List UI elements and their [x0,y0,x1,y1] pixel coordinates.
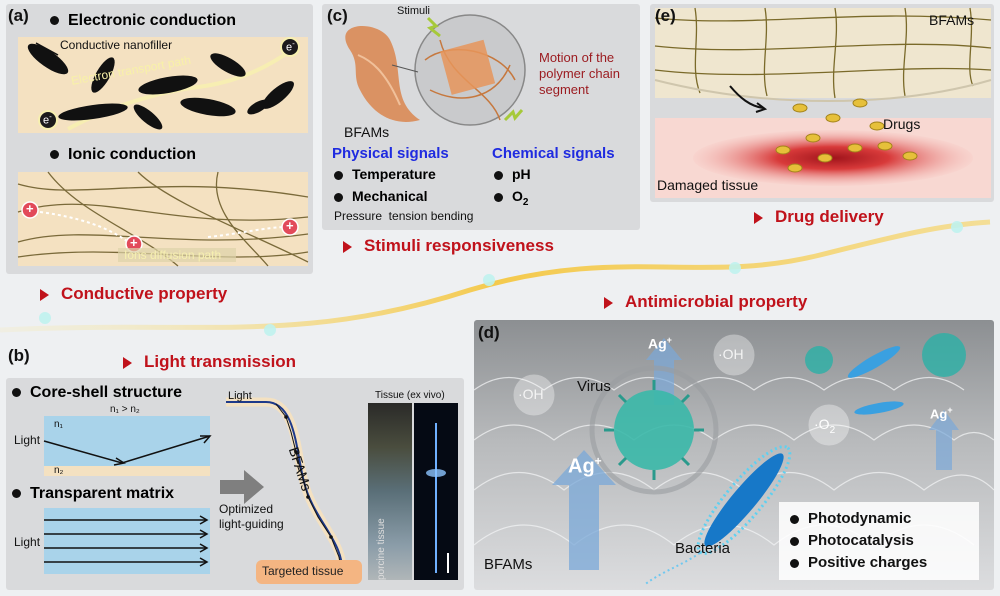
light-label-core-shell: Light [14,433,41,447]
ionic-conduction-diagram [17,171,309,267]
bfams-stimuli-illustration [345,14,526,126]
bfams-label-e: BFAMs [929,12,975,28]
ions-diffusion-path-label: Ions diffusion path [124,248,222,262]
motion-label-line3: segment [539,82,589,97]
targeted-tissue-box [256,560,362,584]
drug-delivery-illustration [654,7,992,198]
oh-label-left: ·OH [518,386,544,402]
electron-symbol-bottom: e- [43,112,52,127]
tissue-photo-left [368,403,412,580]
drugs-label: Drugs [883,116,921,132]
temperature-item: Temperature [334,166,436,182]
motion-label-line2: polymer chain [539,66,620,81]
oh-label-top: ·OH [718,346,744,362]
physical-signals-title: Physical signals [332,145,449,162]
mechanism-positive-charges: Positive charges [790,554,927,571]
mechanism-photocatalysis: Photocatalysis [790,532,914,549]
optimized-label-2: light-guiding [219,517,284,531]
n-relation: n₁ > n₂ [110,404,140,415]
virus-label: Virus [577,378,611,395]
light-transmission-caption: Light transmission [123,352,296,372]
ag-label-right: Ag+ [930,405,953,422]
fiber-light-label: Light [228,390,252,402]
pressure-tension-bending-note: Pressure tension bending [334,209,474,223]
bacteria-label: Bacteria [675,540,731,557]
transparent-matrix-title: Transparent matrix [12,485,174,503]
ionic-conduction-title: Ionic conduction [50,146,196,164]
electron-symbol-top: e- [286,39,295,54]
antimicrobial-illustration [473,333,995,586]
porcine-tissue-label: porcine tissue [376,518,387,580]
core-shell-diagram [43,416,212,476]
bfams-label-c: BFAMs [344,124,390,140]
o2-item: O2 [494,188,528,208]
core-shell-title: Core-shell structure [12,384,182,402]
transparent-matrix-diagram [44,508,210,574]
ion-symbol-2: + [130,235,138,250]
electronic-conduction-diagram [18,37,308,133]
motion-label-line1: Motion of the [539,50,615,65]
chemical-signals-title: Chemical signals [492,145,615,162]
n2-label: n₂ [54,465,64,476]
conductive-property-caption: Conductive property [40,284,227,304]
light-beam [426,423,449,573]
optimized-label-1: Optimized [219,502,274,516]
stimuli-label: Stimuli [397,5,431,17]
targeted-tissue-label: Targeted tissue [262,564,344,578]
mechanism-photodynamic: Photodynamic [790,510,911,527]
light-label-transparent: Light [14,535,41,549]
tissue-ex-vivo-title: Tissue (ex vivo) [375,390,445,401]
electronic-conduction-title: Electronic conduction [50,12,236,30]
ag-label-main: Ag+ [568,454,602,478]
mechanical-item: Mechanical [334,188,427,204]
drug-delivery-caption: Drug delivery [754,207,884,227]
bfams-fiber-diagram [226,397,347,578]
ag-label-top: Ag+ [648,335,672,352]
gray-arrow [220,470,264,504]
ph-item: pH [494,166,531,182]
panel-e-label: (e) [655,6,676,25]
stimuli-responsiveness-caption: Stimuli responsiveness [343,236,554,256]
panel-a-label: (a) [8,6,29,25]
panel-c-label: (c) [327,6,348,25]
ion-symbol-3: + [286,218,294,233]
bfams-label-d: BFAMs [484,556,533,573]
panel-d-label: (d) [478,323,500,342]
antimicrobial-property-caption: Antimicrobial property [604,292,807,312]
o2-radical-label: ·O2 [814,416,836,436]
ion-symbol-1: + [26,201,34,216]
conductive-nanofiller-label: Conductive nanofiller [60,38,173,52]
damaged-tissue-label: Damaged tissue [657,177,759,193]
n1-label: n₁ [54,419,63,430]
panel-b-label: (b) [8,346,30,365]
